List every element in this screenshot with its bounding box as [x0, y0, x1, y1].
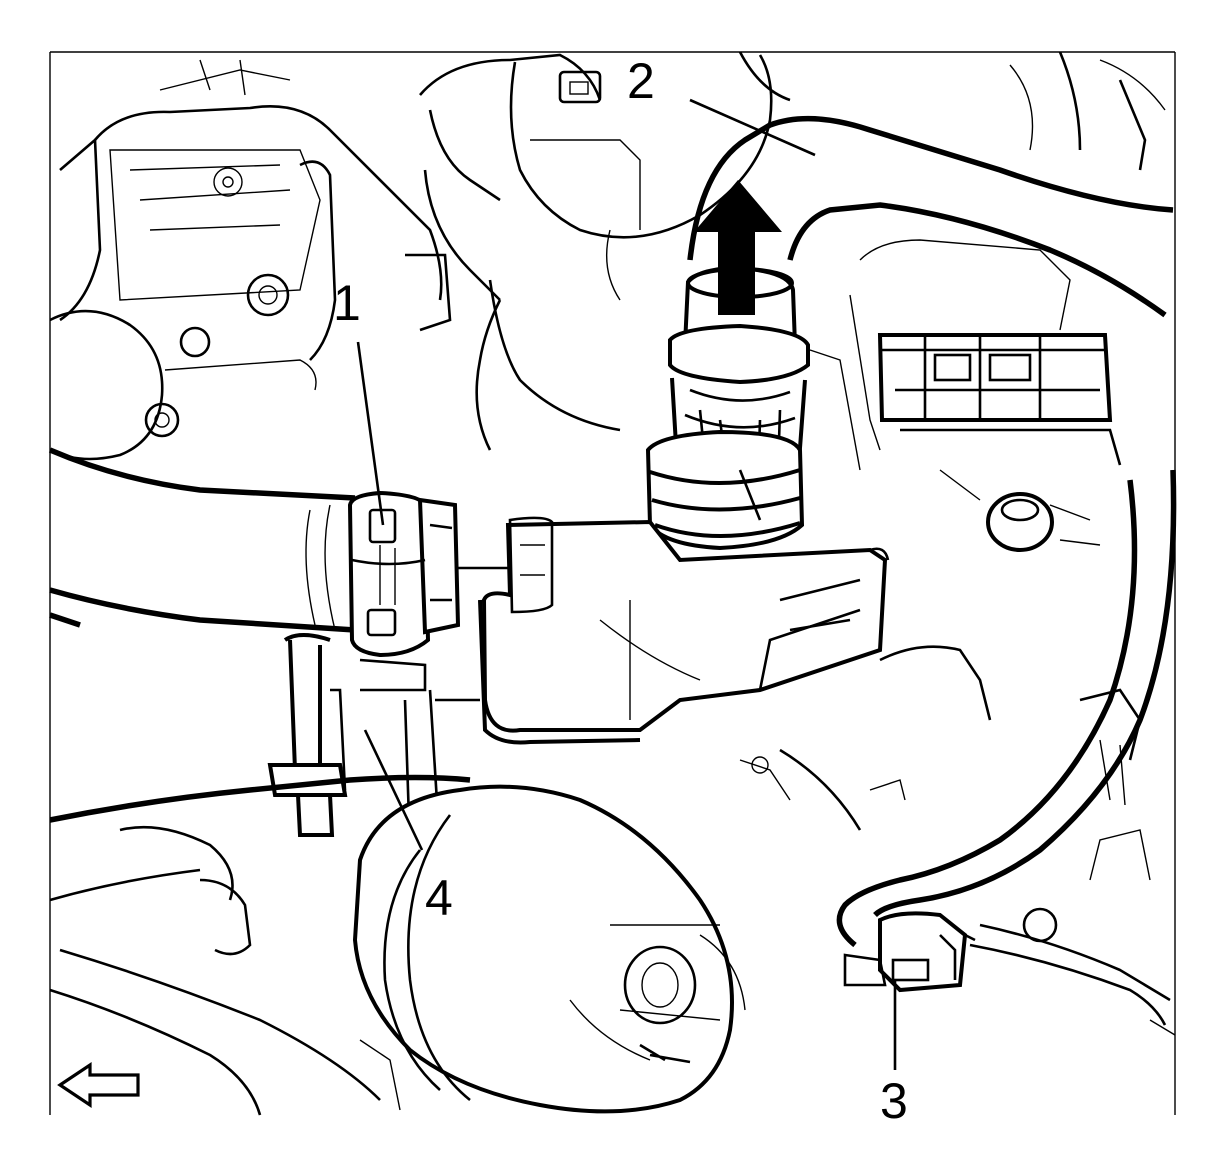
leader-lines	[356, 98, 897, 1070]
callout-4: 4	[425, 870, 453, 926]
callout-1: 1	[333, 275, 361, 331]
leader-line-1	[356, 341, 385, 526]
electrical-connector-upper-right	[809, 239, 1122, 471]
left-large-hose	[48, 447, 356, 633]
orientation-arrow-left-icon	[57, 1062, 140, 1108]
lower-right-hardware	[739, 645, 1142, 831]
callout-labels: 1 2 3 4	[333, 53, 908, 1129]
upper-hose-2	[687, 115, 1174, 318]
right-thin-hose	[836, 469, 1177, 948]
leader-line-4	[363, 729, 424, 851]
lower-crossmember	[49, 774, 471, 1116]
oil-filter	[352, 784, 746, 1114]
pull-up-arrow	[694, 180, 782, 315]
callout-2: 2	[627, 53, 655, 109]
hose-fitting-3	[843, 829, 1176, 1036]
callout-3: 3	[880, 1073, 908, 1129]
coolant-t-piece	[435, 516, 890, 745]
upper-right-housing	[738, 51, 1166, 171]
mounting-bolt-right	[939, 469, 1101, 552]
upper-central-housing	[405, 53, 773, 451]
leader-line-2	[689, 98, 816, 157]
engine-cover-upper-left	[59, 59, 443, 361]
round-reservoir-left	[49, 309, 317, 461]
engine-frame-outline	[49, 51, 1176, 1115]
hose-clamp-1	[347, 490, 461, 692]
